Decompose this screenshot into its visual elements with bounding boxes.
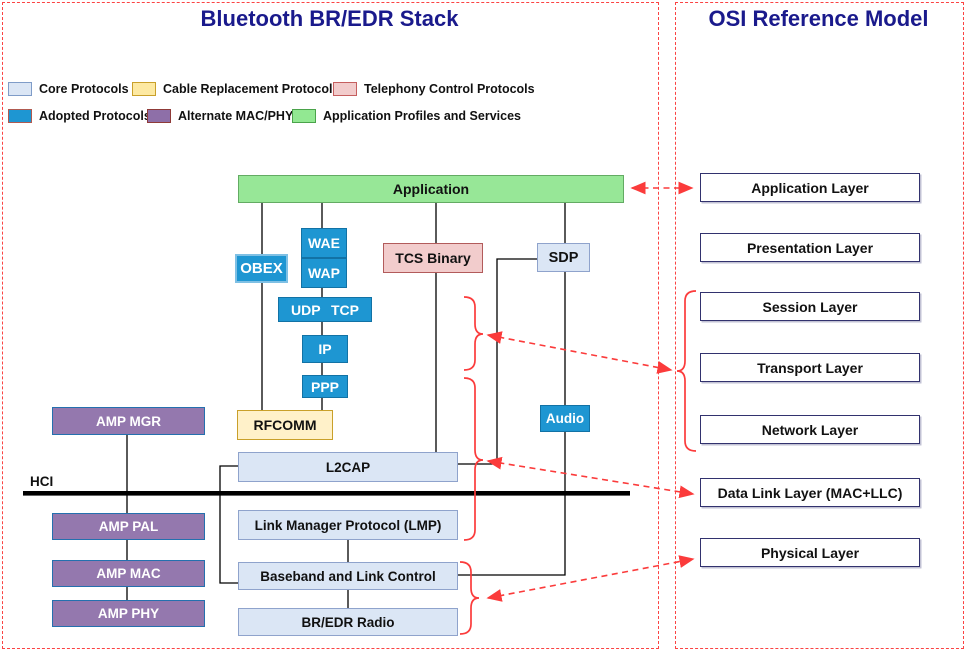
audio-box: Audio — [540, 405, 590, 432]
cable-replacement-swatch — [132, 81, 156, 96]
adopted-protocols-swatch — [8, 108, 32, 123]
osi-transport-layer-box: Transport Layer — [700, 353, 920, 382]
osi-data-link-layer-box: Data Link Layer (MAC+LLC) — [700, 478, 920, 507]
obex-box: OBEX — [235, 254, 288, 283]
osi-session-layer-box: Session Layer — [700, 292, 920, 321]
baseband-box: Baseband and Link Control — [238, 562, 458, 590]
legend-label: Adopted Protocols — [39, 108, 151, 123]
osi-presentation-layer-box: Presentation Layer — [700, 233, 920, 262]
lmp-box: Link Manager Protocol (LMP) — [238, 510, 458, 540]
sdp-box: SDP — [537, 243, 590, 272]
rfcomm-box: RFCOMM — [237, 410, 333, 440]
wae-box: WAE — [301, 228, 347, 258]
legend-item-alternate-mac-phy: Alternate MAC/PHY — [147, 108, 293, 123]
osi-model-panel — [675, 2, 964, 649]
osi-physical-layer-box: Physical Layer — [700, 538, 920, 567]
alternate-mac-phy-swatch — [147, 108, 171, 123]
tcp-label: TCP — [331, 301, 359, 318]
osi-application-layer-box: Application Layer — [700, 173, 920, 202]
udp-label: UDP — [291, 301, 321, 318]
core-protocols-swatch — [8, 81, 32, 96]
l2cap-box: L2CAP — [238, 452, 458, 482]
ppp-box: PPP — [302, 375, 348, 398]
legend-label: Alternate MAC/PHY — [178, 108, 294, 123]
amp-pal-box: AMP PAL — [52, 513, 205, 540]
udp-tcp-box: UDP TCP — [278, 297, 372, 322]
bluetooth-stack-panel — [2, 2, 659, 649]
bluetooth-stack-title: Bluetooth BR/EDR Stack — [200, 6, 459, 31]
br-edr-radio-box: BR/EDR Radio — [238, 608, 458, 636]
amp-mgr-box: AMP MGR — [52, 407, 205, 435]
legend-label: Core Protocols — [39, 81, 129, 96]
osi-network-layer-box: Network Layer — [700, 415, 920, 444]
legend-item-adopted-protocols: Adopted Protocols — [8, 108, 151, 123]
amp-mac-box: AMP MAC — [52, 560, 205, 587]
legend-item-core-protocols: Core Protocols — [8, 81, 129, 96]
tcs-binary-box: TCS Binary — [383, 243, 483, 273]
wap-box: WAP — [301, 258, 347, 288]
legend-label: Telephony Control Protocols — [364, 81, 535, 96]
legend-item-telephony-control: Telephony Control Protocols — [333, 81, 535, 96]
legend-label: Cable Replacement Protocol — [163, 81, 333, 96]
telephony-control-swatch — [333, 81, 357, 96]
osi-model-title: OSI Reference Model — [708, 6, 929, 31]
legend-label: Application Profiles and Services — [323, 108, 521, 123]
hci-label: HCI — [30, 474, 54, 489]
ip-box: IP — [302, 335, 348, 363]
legend-item-application-profiles: Application Profiles and Services — [292, 108, 521, 123]
application-box: Application — [238, 175, 624, 203]
amp-phy-box: AMP PHY — [52, 600, 205, 627]
application-profiles-swatch — [292, 108, 316, 123]
legend-item-cable-replacement: Cable Replacement Protocol — [132, 81, 333, 96]
